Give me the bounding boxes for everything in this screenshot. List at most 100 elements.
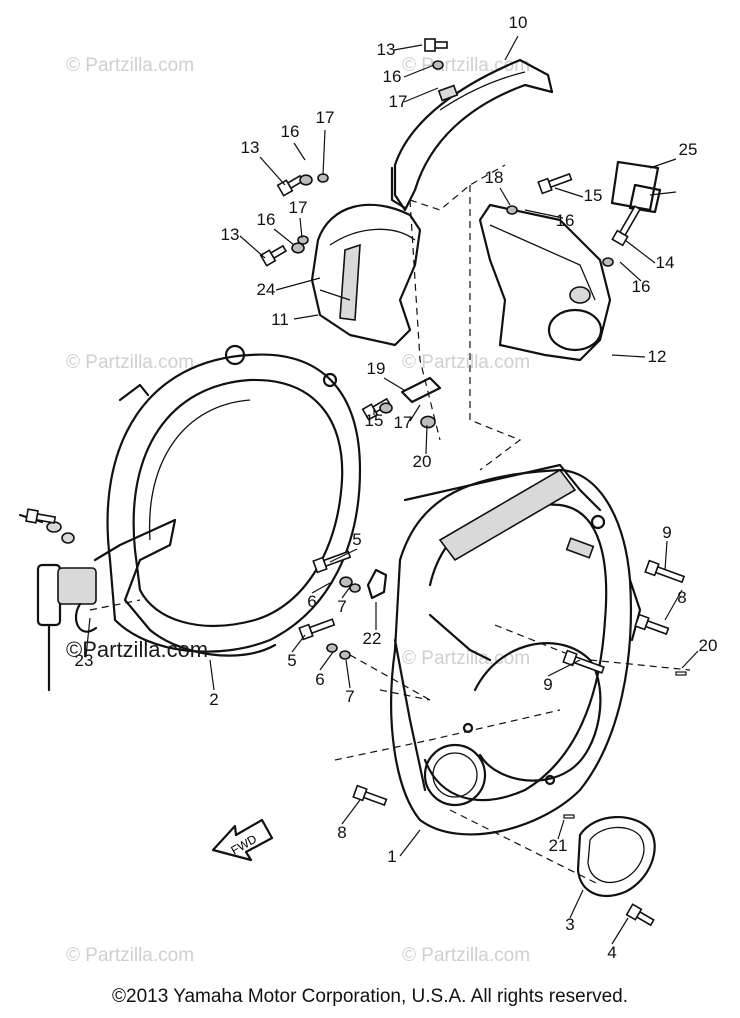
callout-9: 9 [543,675,552,694]
leader-line [619,261,642,282]
clip-icon [366,568,388,600]
washer-icon [349,583,361,593]
callout-14: 14 [656,253,675,272]
hardware-fasteners [25,38,687,927]
leader-line [293,142,306,161]
callout-24: 24 [257,280,276,299]
callout-17: 17 [394,413,413,432]
washer-icon [297,235,309,245]
watermark-text: © Partzilla.com [402,352,530,373]
leader-line [275,277,321,291]
part-11-duct-cover [310,203,422,347]
leader-line [504,35,519,61]
callout-7: 7 [337,597,346,616]
callout-17: 17 [289,198,308,217]
leader-line [425,424,428,455]
washer-icon [299,174,313,186]
leader-line [611,354,646,358]
leader-line [209,659,215,691]
callout-5: 5 [287,651,296,670]
leader-line [322,129,326,176]
bracket-icon [400,376,442,404]
pin-icon [675,671,687,676]
bolt-icon [644,559,686,584]
leader-line [319,651,334,671]
leader-line [393,44,423,51]
washer-icon [379,402,393,414]
callout-16: 16 [383,67,402,86]
leader-line [273,228,295,246]
callout-16: 16 [632,277,651,296]
leader-line [403,87,439,103]
bolt-icon [562,649,605,674]
washer-icon [339,650,351,660]
callout-2: 2 [209,690,218,709]
leader-line [557,819,565,840]
callout-15: 15 [584,186,603,205]
leader-line [664,589,683,621]
leader-line [259,156,286,186]
part-2-left-housing [93,344,362,657]
washer-icon [506,205,518,215]
callout-8: 8 [677,588,686,607]
bolt-icon [611,205,642,247]
leader-line [403,64,435,78]
callout-25: 25 [679,140,698,159]
callout-11: 11 [271,310,289,329]
washer-icon [420,415,436,429]
leader-line [569,889,584,919]
leader-line [664,540,668,571]
bolt-icon [634,613,670,636]
callout-21: 21 [549,836,568,855]
callout-13: 13 [221,225,240,244]
callout-18: 18 [485,168,504,187]
washer-icon [339,576,353,588]
leader-line [554,187,584,198]
leader-line [293,314,319,320]
bolt-icon [625,903,655,927]
leader-line [524,209,564,219]
washer-icon [432,60,444,70]
washer-icon [602,257,614,267]
bolt-icon [352,784,388,807]
watermark-text: © Partzilla.com [66,352,194,373]
bolt-icon [424,38,448,52]
leader-line [547,659,581,677]
copyright-notice: ©2013 Yamaha Motor Corporation, U.S.A. A… [112,986,628,1007]
leader-line [409,404,421,422]
watermark-layer: © Partzilla.com © Partzilla.com © Partzill… [66,55,530,966]
callout-5: 5 [352,530,361,549]
part-3-gasket [576,816,656,897]
watermark-text: © Partzilla.com [402,945,530,966]
washer-icon [326,643,338,653]
leader-line [681,650,699,669]
main-watermark: ©Partzilla.com [66,637,209,662]
watermark-text: © Partzilla.com [66,945,194,966]
callout-leader-lines [85,35,699,945]
callout-23: 23 [75,651,94,670]
leader-line [649,191,677,196]
callout-7: 7 [345,687,354,706]
part-10-top-shroud [390,58,554,212]
leader-line [341,586,351,599]
callout-20: 20 [699,636,718,655]
fwd-label: FWD [229,832,260,858]
callout-22: 22 [363,629,382,648]
assembly-guide-lines [89,164,691,886]
callout-17: 17 [316,108,335,127]
leader-line [299,217,303,239]
leader-line [85,617,91,657]
leader-line [624,239,656,264]
washer-icon [317,173,329,183]
fwd-arrow: FWD [211,818,274,862]
callout-16: 16 [257,210,276,229]
callout-20: 20 [413,452,432,471]
pin-icon [563,814,575,819]
callout-16: 16 [556,211,575,230]
callout-13: 13 [377,40,396,59]
bolt-icon [298,618,336,641]
leader-line [311,582,331,594]
part-12-right-cover [478,203,612,362]
